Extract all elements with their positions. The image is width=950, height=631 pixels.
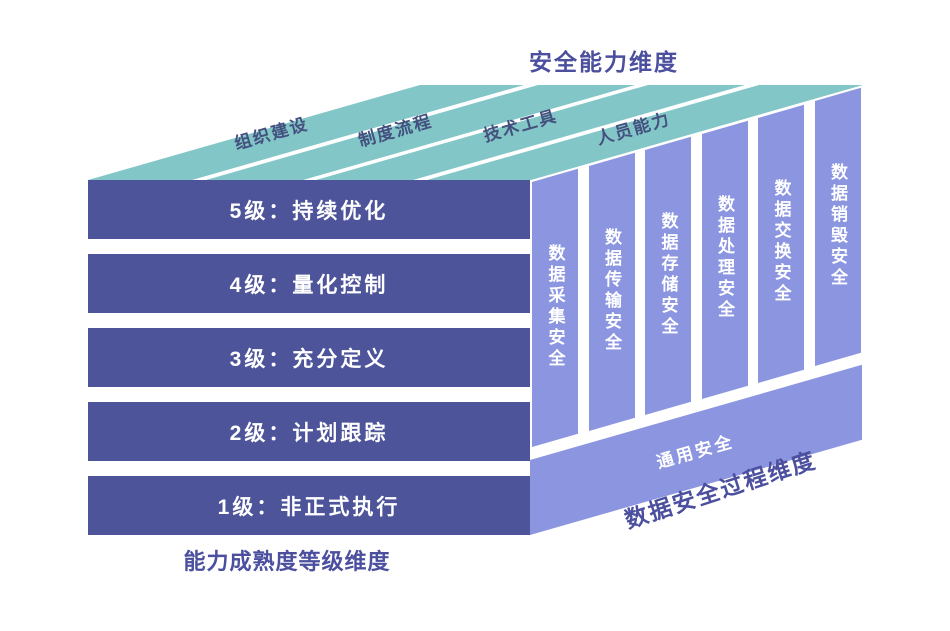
maturity-bar-label: 5级：持续优化	[229, 199, 389, 223]
process-bar-label: 数据传输安全	[602, 228, 621, 354]
maturity-bar-label: 3级：充分定义	[229, 347, 389, 371]
process-bar-label: 数据销毁安全	[828, 163, 847, 289]
maturity-bar-label: 1级：非正式执行	[217, 495, 401, 519]
maturity-bar-level3: 3级：充分定义	[88, 328, 530, 387]
maturity-bar-level4: 4级：量化控制	[88, 254, 530, 313]
maturity-bar-level1: 1级：非正式执行	[88, 476, 530, 535]
maturity-bar-level2: 2级：计划跟踪	[88, 402, 530, 461]
maturity-bar-label: 2级：计划跟踪	[229, 421, 389, 445]
maturity-bar-label: 4级：量化控制	[229, 273, 389, 297]
process-bar-label: 数据交换安全	[771, 179, 791, 305]
process-bar-label: 数据采集安全	[545, 244, 565, 370]
capability-dimension-title: 安全能力维度	[529, 49, 679, 75]
process-bar-label: 数据处理安全	[715, 195, 734, 321]
process-bar-label: 数据存储安全	[658, 212, 678, 338]
maturity-bar-level5: 5级：持续优化	[88, 180, 530, 239]
maturity-dimension-title: 能力成熟度等级维度	[183, 549, 391, 574]
